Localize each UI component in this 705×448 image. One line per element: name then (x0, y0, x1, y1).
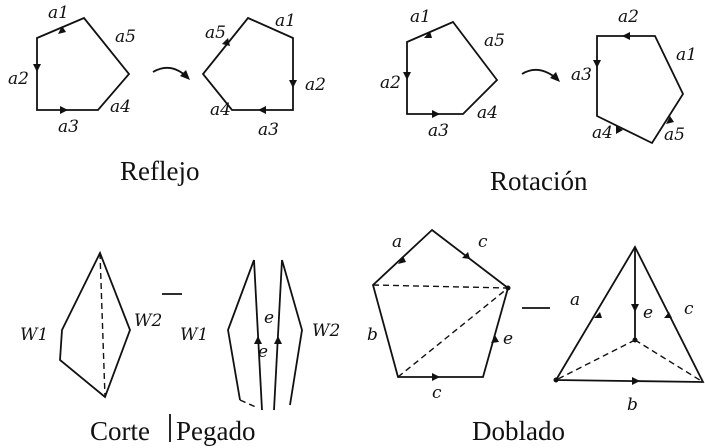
doblado-right-label-c: c (684, 299, 694, 319)
arrow-icon (631, 304, 639, 312)
arrow-icon (593, 60, 601, 68)
arrow-icon (403, 72, 411, 80)
corte-label-w1: W1 (20, 325, 48, 345)
corte-left-kite (59, 250, 131, 399)
doblado-left-label-c2: c (432, 383, 442, 403)
arrow-icon (289, 80, 297, 88)
rotacion-right-label-2: a1 (676, 45, 697, 65)
reflejo-left-label-5: a3 (58, 117, 79, 137)
rotacion-left-label-4: a4 (477, 103, 498, 123)
doblado-left-label-b: b (367, 325, 378, 345)
pegado-left-piece (227, 259, 255, 401)
arrow-icon (258, 106, 266, 114)
pegado-label-e-left: e (258, 342, 268, 362)
arrow-icon (398, 256, 406, 264)
reflejo-right-label-1: a5 (205, 23, 226, 43)
arrow-icon (254, 336, 262, 344)
rotacion-right-label-3: a3 (571, 65, 592, 85)
reflejo-right-label-5: a3 (258, 120, 279, 140)
reflejo-right-label-2: a1 (275, 11, 296, 31)
arrow-icon (664, 312, 672, 318)
rotacion-left-label-2: a5 (484, 31, 505, 51)
rotacion-right-label-4: a4 (592, 123, 613, 143)
arrow-icon (180, 70, 190, 80)
doblado-triangle (554, 245, 705, 383)
arrow-icon (60, 106, 68, 114)
doblado-right-label-e: e (643, 303, 653, 323)
pegado-caption: Pegado (176, 416, 255, 446)
reflejo-left-label-2: a5 (115, 27, 136, 47)
doblado-vertex-dot (505, 285, 511, 291)
rotacion-curved-arrow (521, 68, 557, 79)
rotacion-right-label-5: a5 (664, 125, 685, 145)
reflejo-caption: Reflejo (120, 156, 199, 186)
doblado-fold-line-1 (372, 284, 509, 289)
pegado-label-w2: W2 (312, 321, 340, 341)
reflejo-right-label-4: a4 (210, 100, 231, 120)
reflejo-left-label-3: a2 (8, 69, 29, 89)
arrow-icon (274, 336, 282, 344)
reflejo-curved-arrow (152, 66, 187, 77)
pegado-label-e-right: e (264, 308, 274, 328)
doblado-dash-left (555, 339, 636, 381)
rotacion-right-pentagon (596, 35, 685, 145)
doblado-left-label-e: e (503, 329, 513, 349)
corte-cut-line (99, 252, 106, 398)
arrow-icon (622, 32, 630, 40)
rotacion-left-pentagon (406, 20, 499, 115)
doblado-left-label-c: c (478, 232, 488, 252)
arrow-icon (432, 110, 440, 118)
arrow-icon (462, 252, 470, 259)
arrow-icon (594, 312, 602, 318)
pegado-left-bottom (239, 399, 259, 409)
arrow-icon (222, 38, 230, 46)
arrow-icon (424, 31, 432, 38)
arrow-icon (616, 126, 623, 134)
doblado-fold-line-2 (397, 287, 509, 378)
arrow-icon (666, 116, 674, 124)
rotacion-left-label-3: a2 (380, 73, 401, 93)
doblado-center-dot (632, 337, 638, 343)
reflejo-left-label-1: a1 (48, 3, 69, 23)
rotacion-left-label-1: a1 (410, 7, 431, 27)
pegado-left-edge (253, 259, 263, 411)
arrow-icon (432, 373, 440, 381)
pegado-right-piece (281, 259, 303, 406)
doblado-right-label-a: a (570, 290, 580, 310)
rotacion-panel: a1 a5 a2 a4 a3 a2 a1 a3 a4 a5 Rotación (380, 7, 697, 196)
corte-label-w2: W2 (134, 311, 162, 331)
rotacion-right-label-1: a2 (618, 7, 639, 27)
pegado-right-edge (273, 259, 283, 411)
doblado-right-label-b: b (627, 395, 638, 415)
arrow-icon (491, 335, 499, 343)
arrow-icon (550, 72, 560, 82)
arrow-icon (632, 377, 640, 385)
arrow-icon (58, 26, 66, 34)
reflejo-left-pentagon (36, 16, 131, 111)
reflejo-left-label-4: a4 (110, 97, 131, 117)
reflejo-right-label-3: a2 (305, 75, 326, 95)
doblado-caption: Doblado (472, 416, 565, 446)
arrow-icon (33, 64, 41, 72)
doblado-left-label-a: a (392, 232, 402, 252)
doblado-panel: a c b e c a e c b Doblado (367, 228, 705, 446)
doblado-dash-right (634, 339, 704, 383)
reflejo-panel: a1 a5 a2 a4 a3 a5 a1 a2 a4 a3 Reflejo (8, 3, 326, 186)
doblado-pentagon (371, 228, 510, 378)
corte-pegado-panel: W1 W2 W1 e e W2 Corte Pegado (20, 250, 340, 446)
rotacion-caption: Rotación (490, 166, 588, 196)
corte-caption: Corte (90, 416, 150, 446)
pegado-label-w1: W1 (180, 325, 208, 345)
doblado-corner-dot (553, 377, 559, 383)
rotacion-left-label-5: a3 (428, 121, 449, 141)
